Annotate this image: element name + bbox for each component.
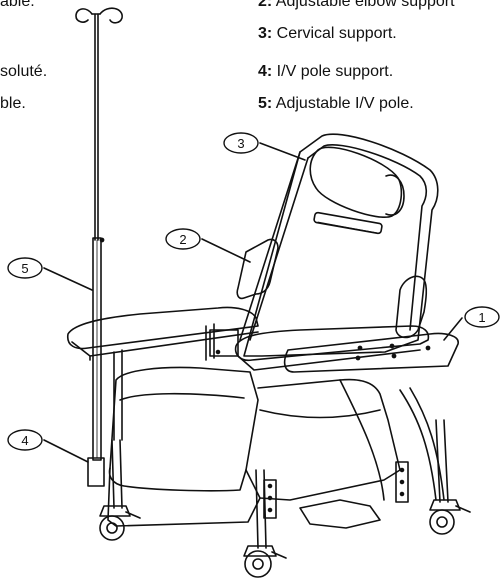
caster-front-left (99, 505, 141, 541)
callout-bubble-5 (7, 257, 43, 279)
legend-left-line1: able. (0, 0, 35, 10)
callout-bubble-4 (7, 429, 43, 451)
callout-bubble-3 (223, 132, 259, 154)
callout-bubble-2 (165, 228, 201, 250)
callout-5: 5 (21, 261, 28, 276)
caster-front-center (243, 545, 287, 578)
backrest (239, 133, 439, 357)
legend-left-line2: soluté. (0, 63, 48, 80)
legend-item-4: 4: I/V pole support. (258, 63, 394, 80)
elbow-support-pad (236, 238, 279, 300)
legend-item-5: 5: Adjustable I/V pole. (258, 95, 414, 112)
legend-left-line3: ble. (0, 95, 26, 112)
callout-3: 3 (237, 136, 244, 151)
left-armrest (66, 306, 259, 350)
caster-rear-right (429, 499, 471, 535)
leg-rest (108, 366, 259, 492)
callout-1: 1 (478, 310, 485, 325)
iv-pole (75, 7, 123, 461)
iv-pole-clamp (87, 457, 105, 487)
tray-table (283, 332, 459, 373)
legend-item-3: 3: Cervical support. (258, 25, 397, 42)
callout-4: 4 (21, 433, 28, 448)
mechanism-bar-right (395, 461, 409, 503)
callout-2: 2 (179, 232, 186, 247)
callout-bubble-1 (464, 306, 500, 328)
legend-item-2: 2: Adjustable elbow support (258, 0, 455, 10)
